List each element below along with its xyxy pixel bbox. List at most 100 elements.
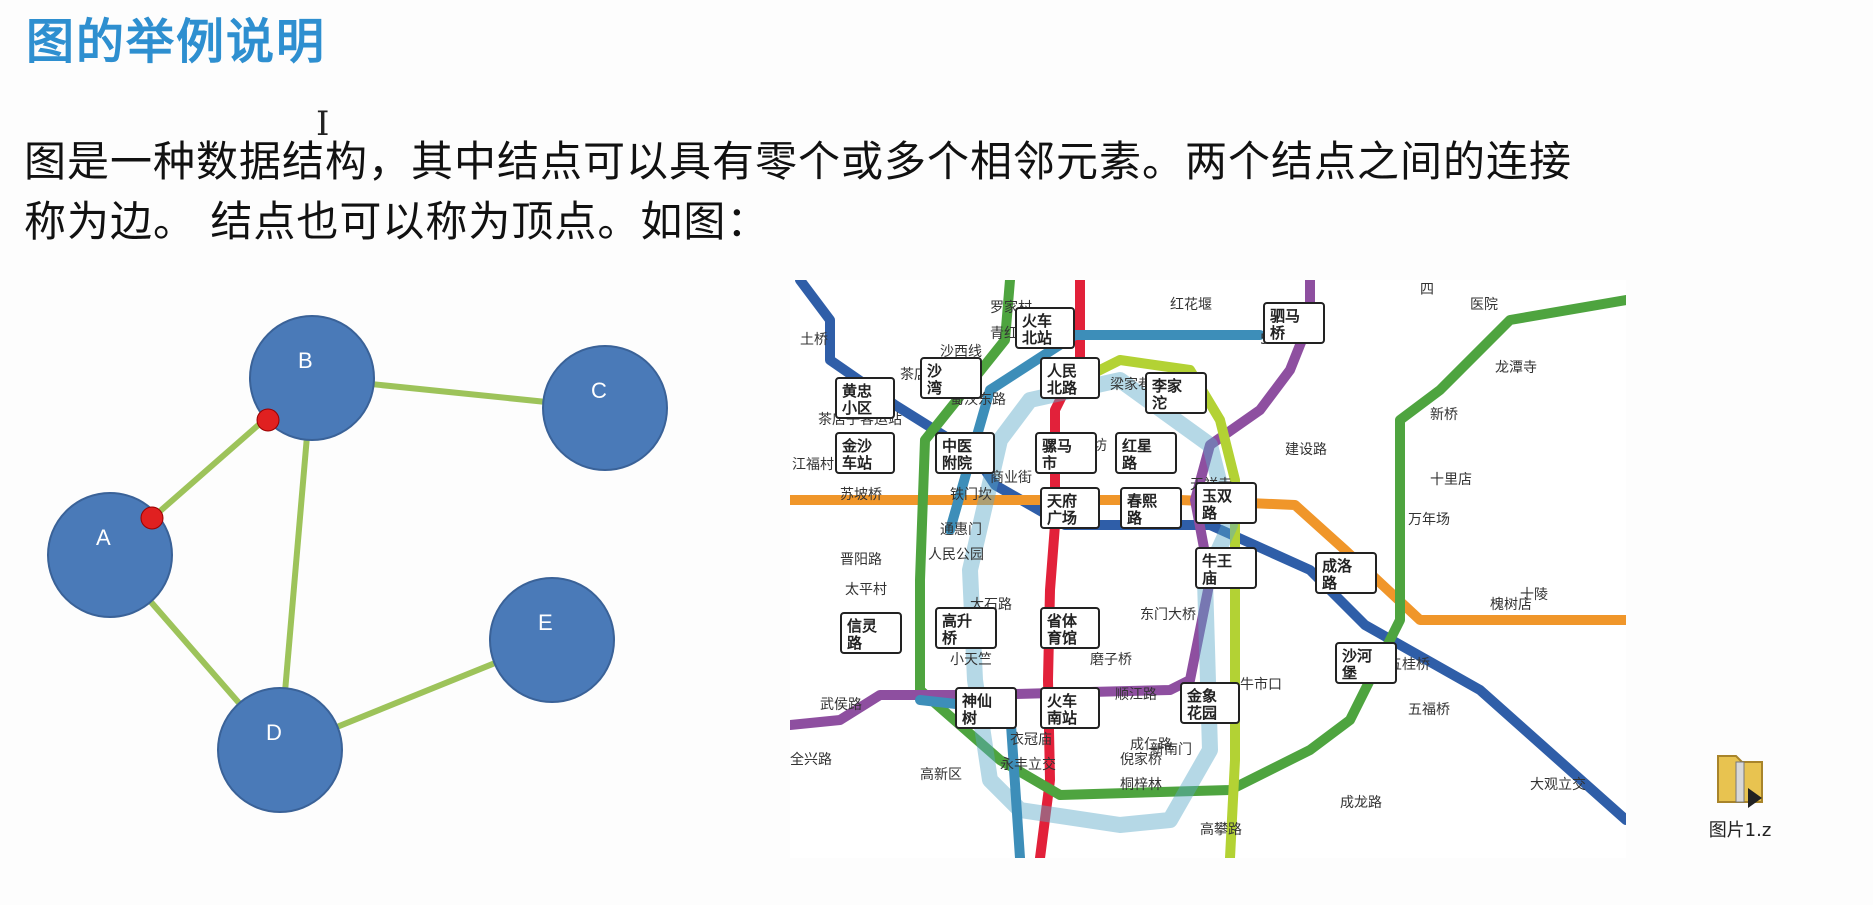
node-label: B [298, 348, 313, 373]
svg-text:桥: 桥 [1270, 324, 1286, 342]
metro-label: 高新区 [920, 766, 962, 783]
slide-title: 图的举例说明 [26, 14, 327, 70]
metro-station: 春熙路 [1120, 487, 1182, 529]
metro-label: 新桥 [1430, 407, 1458, 423]
metro-label: 全兴路 [790, 751, 832, 768]
metro-station: 李家沱 [1145, 372, 1207, 414]
svg-text:路: 路 [1122, 454, 1138, 472]
svg-text:北站: 北站 [1022, 329, 1052, 347]
metro-label: 梁家巷 [1110, 376, 1152, 393]
svg-text:春熙: 春熙 [1127, 492, 1157, 510]
metro-label: 晋阳路 [840, 552, 882, 568]
svg-text:驷马: 驷马 [1270, 307, 1300, 325]
metro-station: 高升桥 [935, 607, 997, 649]
svg-text:骡马: 骡马 [1042, 437, 1072, 455]
metro-label: 建设路 [1285, 442, 1327, 458]
metro-label: 衣冠庙 [1010, 732, 1052, 748]
metro-label: 红花堰 [1170, 297, 1212, 313]
metro-label: 牛市口 [1240, 676, 1282, 693]
svg-text:育馆: 育馆 [1047, 629, 1077, 647]
metro-line5-path [790, 280, 1315, 730]
metro-station: 信灵路 [840, 612, 902, 654]
svg-text:红星: 红星 [1122, 437, 1152, 455]
metro-label: 高攀路 [1200, 821, 1242, 838]
metro-label: 龙潭寺 [1495, 359, 1537, 376]
metro-label: 顺江路 [1115, 687, 1157, 703]
svg-text:小区: 小区 [842, 399, 872, 417]
text-cursor-icon: Ι [316, 104, 330, 144]
node-c: C [542, 345, 668, 471]
svg-text:金沙: 金沙 [841, 437, 872, 455]
metro-line4-path [915, 280, 1626, 800]
svg-text:堡: 堡 [1342, 664, 1357, 682]
node-d: D [217, 687, 343, 813]
slide-paragraph: 图是一种数据结构，其中结点可以具有零个或多个相邻元素。两个结点之间的连接 称为边… [24, 132, 1864, 252]
svg-text:湾: 湾 [927, 379, 942, 397]
metro-station: 红星路 [1115, 432, 1177, 474]
node-label: D [266, 720, 282, 745]
metro-station: 沙湾 [920, 357, 982, 399]
metro-label: 人民公园 [928, 547, 984, 563]
svg-text:中医: 中医 [942, 437, 972, 455]
metro-label: 新南门 [1150, 742, 1192, 758]
svg-text:附院: 附院 [942, 454, 972, 472]
node-label: E [538, 610, 553, 635]
svg-text:黄忠: 黄忠 [842, 382, 872, 400]
svg-text:南站: 南站 [1047, 709, 1077, 727]
svg-text:路: 路 [1322, 574, 1338, 592]
svg-text:人民: 人民 [1047, 362, 1077, 380]
svg-text:车站: 车站 [842, 454, 872, 472]
svg-text:玉双: 玉双 [1202, 487, 1232, 505]
svg-text:省体: 省体 [1046, 612, 1078, 630]
metro-label: 永丰立交 [1000, 756, 1056, 773]
node-b: B [249, 315, 375, 441]
metro-label: 十陵 [1520, 587, 1548, 603]
node-e: E [489, 577, 615, 703]
svg-text:花园: 花园 [1187, 704, 1217, 722]
paragraph-line-1: 图是一种数据结构，其中结点可以具有零个或多个相邻元素。两个结点之间的连接 [24, 137, 1573, 186]
zip-file[interactable]: 图片1.z [1700, 748, 1780, 842]
svg-text:树: 树 [962, 709, 977, 727]
svg-text:高升: 高升 [942, 612, 972, 630]
svg-text:沱: 沱 [1152, 394, 1167, 412]
metro-label: 土桥 [800, 332, 828, 348]
svg-text:金象: 金象 [1186, 687, 1217, 705]
metro-label: 沙西线 [940, 344, 982, 360]
svg-text:市: 市 [1042, 454, 1057, 472]
svg-text:沙: 沙 [927, 362, 942, 380]
metro-label: 倪家桥 [1120, 751, 1162, 768]
svg-text:天府: 天府 [1047, 492, 1077, 510]
svg-text:牛王: 牛王 [1202, 552, 1232, 570]
metro-station: 驷马桥 [1263, 302, 1325, 344]
svg-text:李家: 李家 [1151, 377, 1182, 395]
metro-label: 医院 [1470, 297, 1498, 313]
metro-station: 牛王庙 [1195, 547, 1257, 589]
svg-text:庙: 庙 [1202, 569, 1217, 587]
node-label: C [591, 378, 607, 403]
metro-label: 苏坡桥 [840, 487, 882, 503]
metro-line2-path [790, 495, 1626, 625]
node-a: A [47, 492, 173, 618]
metro-label: 江福村 [792, 457, 834, 473]
paragraph-line-2: 称为边。 结点也可以称为顶点。如图： [24, 197, 770, 246]
metro-label: 磨子桥 [1090, 652, 1132, 668]
metro-label: 东门大桥 [1140, 607, 1196, 623]
folder-zip-icon [1717, 755, 1763, 808]
svg-text:沙河: 沙河 [1342, 647, 1372, 665]
edge-marker [256, 408, 280, 432]
svg-text:路: 路 [847, 634, 863, 652]
svg-text:火车: 火车 [1022, 312, 1052, 330]
metro-label: 槐树店 [1490, 597, 1532, 613]
metro-station: 玉双路 [1195, 482, 1257, 524]
metro-station: 神仙树 [955, 687, 1017, 729]
metro-label: 大观立交 [1530, 776, 1586, 793]
metro-label: 通惠门 [940, 522, 982, 538]
metro-station: 沙河堡 [1335, 642, 1397, 684]
